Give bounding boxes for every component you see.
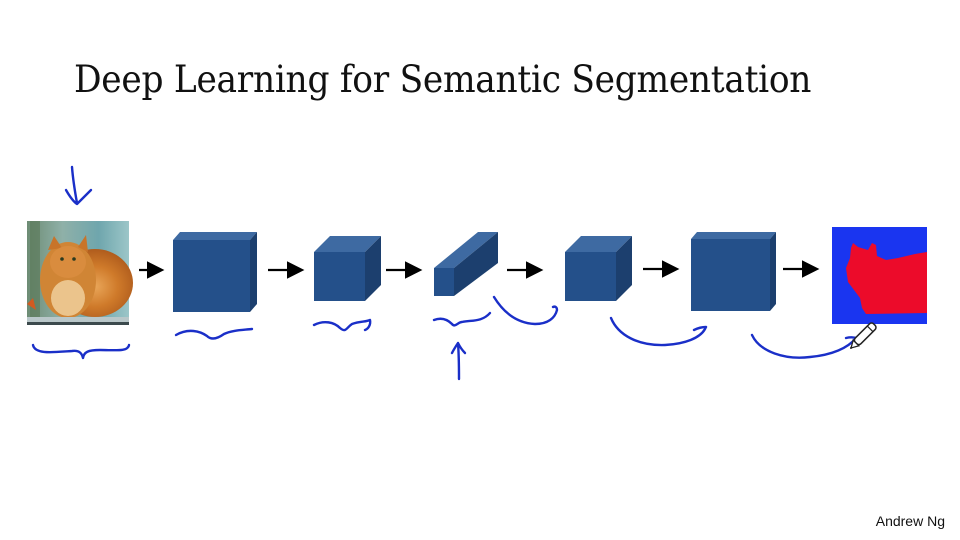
skip-curve-2 [609,316,708,347]
bottleneck-block [434,232,498,296]
flow-arrows [139,260,820,279]
bottleneck-up-arrow [450,341,467,381]
skip-curve-3 [750,333,862,359]
input-cat-image [27,221,133,325]
brace-block-2 [312,318,372,332]
brace-block-1 [174,327,254,340]
input-down-arrow [64,165,93,206]
conv-block-1 [173,232,257,312]
brace-bottleneck [432,311,492,327]
pen-icon [850,322,877,349]
author-credit: Andrew Ng [875,513,945,529]
skip-curve-1 [492,295,559,326]
conv-block-2 [314,236,381,301]
output-segmentation-mask [832,227,927,324]
brace-input [31,343,131,360]
deconv-block-1 [565,236,632,301]
slide-title: Deep Learning for Semantic Segmentation [74,58,812,101]
deconv-block-2 [691,232,776,311]
